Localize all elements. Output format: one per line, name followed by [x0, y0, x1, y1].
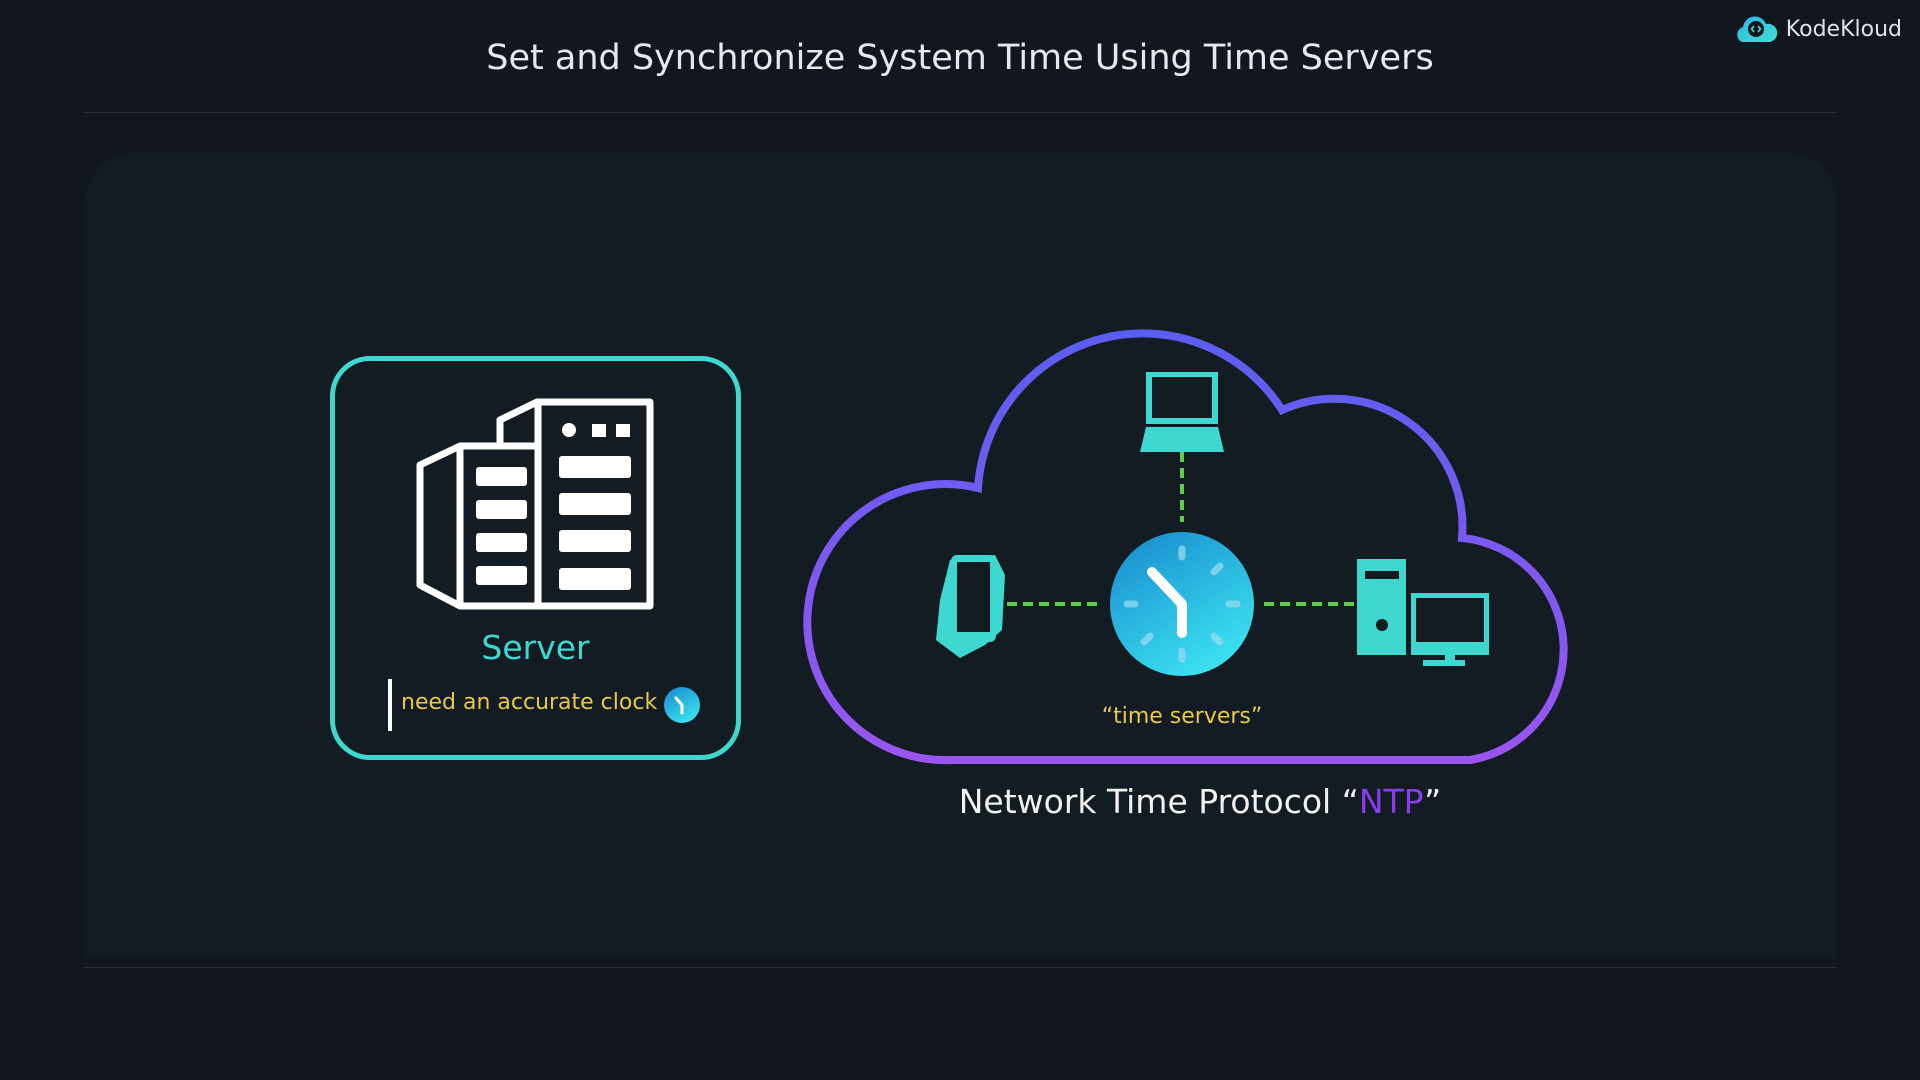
desktop-computer-icon — [1357, 559, 1489, 666]
clock-icon — [1110, 532, 1254, 676]
text-cursor-bar — [388, 679, 392, 731]
page-title: Set and Synchronize System Time Using Ti… — [486, 38, 1434, 78]
small-clock-icon — [664, 687, 700, 723]
ntp-caption: Network Time Protocol “NTP” — [800, 782, 1600, 821]
brand-logo: KodeKloud — [1734, 14, 1902, 44]
cloud-outline — [803, 329, 1568, 765]
server-rack-icon — [416, 398, 654, 610]
footer-divider — [83, 967, 1837, 968]
server-card — [330, 356, 741, 760]
laptop-icon — [1140, 372, 1224, 452]
server-note: need an accurate clock — [401, 690, 658, 715]
time-servers-label: “time servers” — [1101, 704, 1263, 729]
server-label: Server — [481, 628, 590, 667]
smartphone-icon — [936, 555, 1005, 658]
kodekloud-cloud-icon — [1737, 16, 1778, 42]
ntp-caption-suffix: ” — [1424, 782, 1442, 821]
ntp-caption-prefix: Network Time Protocol “ — [958, 782, 1359, 821]
brand-name: KodeKloud — [1785, 16, 1902, 42]
server-rack-slots — [476, 423, 631, 590]
network-links — [1007, 452, 1357, 606]
ntp-highlight: NTP — [1358, 782, 1425, 821]
header-divider — [83, 112, 1837, 113]
